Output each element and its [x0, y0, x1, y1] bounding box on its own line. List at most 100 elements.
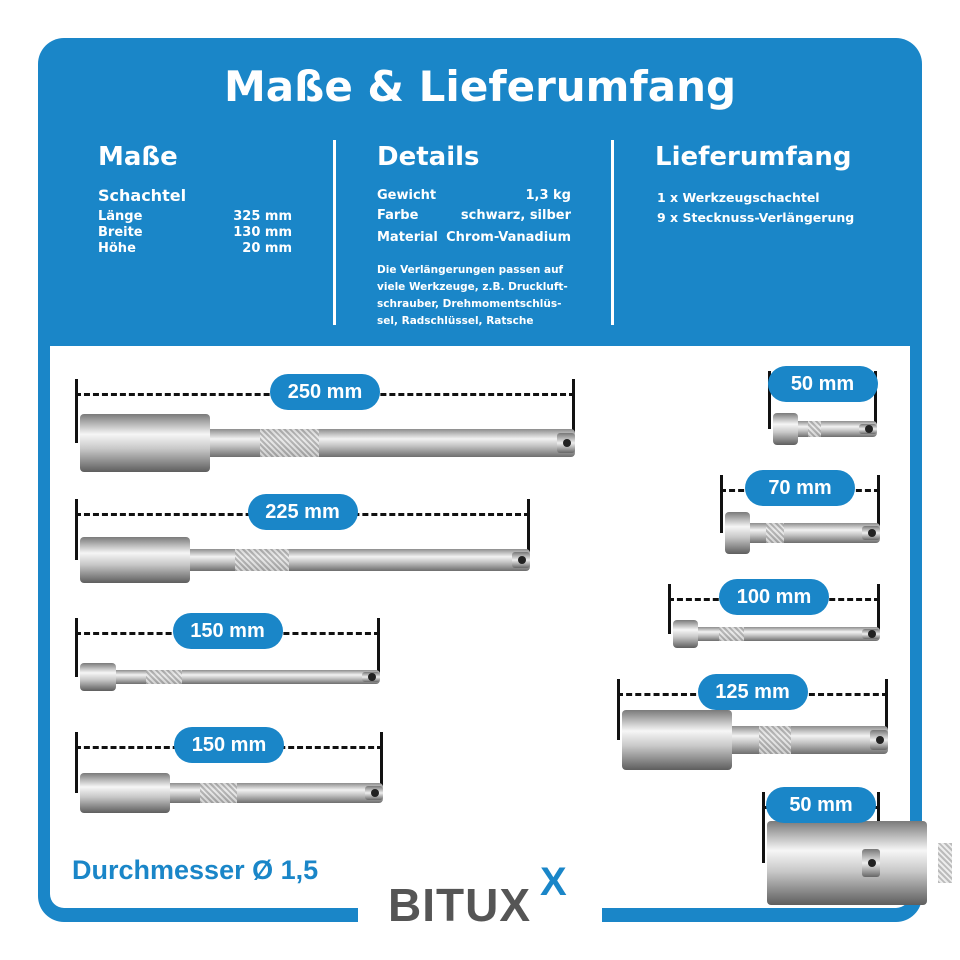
dimension-tick — [877, 584, 880, 634]
note-line: schrauber, Drehmomentschlüs- — [377, 298, 562, 310]
masse-row: Breite 130 mm — [98, 225, 292, 241]
detent-ball-icon — [563, 438, 571, 447]
length-label: 70 mm — [745, 470, 855, 506]
dimension-tick — [572, 379, 575, 443]
socket-head — [725, 511, 750, 555]
socket-head — [80, 414, 210, 472]
square-drive — [870, 729, 888, 751]
extension-bar — [80, 414, 575, 472]
extension-bar — [773, 412, 877, 446]
dimension-tick — [762, 792, 765, 863]
length-label: 125 mm — [697, 674, 808, 710]
note-line: viele Werkzeuge, z.B. Druckluft- — [377, 281, 568, 293]
detent-ball-icon — [868, 858, 876, 867]
length-label: 150 mm — [172, 613, 283, 649]
extension-bar — [767, 821, 952, 905]
details-note: Die Verlängerungen passen auf viele Werk… — [377, 262, 568, 330]
knurl-grip — [235, 549, 289, 571]
extension-bar — [80, 663, 380, 691]
dimension-tick — [885, 679, 888, 740]
socket-head — [80, 537, 190, 583]
length-label: 50 mm — [766, 787, 876, 823]
value: Chrom-Vanadium — [446, 230, 571, 245]
value: 130 mm — [233, 225, 292, 240]
value: 20 mm — [242, 241, 292, 256]
knurl-grip — [938, 843, 952, 883]
schachtel-label: Schachtel — [98, 186, 187, 205]
knurl-grip — [200, 783, 237, 803]
socket-head — [767, 821, 927, 905]
note-line: Die Verlängerungen passen auf — [377, 264, 564, 276]
details-heading: Details — [377, 142, 480, 172]
dimension-tick — [617, 679, 620, 740]
dimension-tick — [75, 618, 78, 677]
dimension-tick — [75, 379, 78, 443]
length-label: 150 mm — [174, 727, 284, 763]
detent-ball-icon — [865, 424, 873, 433]
socket-head — [622, 709, 732, 771]
length-label: 50 mm — [767, 366, 878, 402]
extension-bar — [673, 620, 880, 648]
socket-head — [673, 620, 698, 648]
square-drive — [362, 672, 380, 682]
extension-bar — [80, 772, 383, 814]
square-drive — [859, 423, 877, 435]
detent-ball-icon — [868, 629, 876, 638]
dimension-tick — [877, 475, 880, 533]
details-row: Material Chrom-Vanadium — [377, 230, 571, 245]
key: Höhe — [98, 241, 136, 256]
dimension-tick — [720, 475, 723, 533]
knurl-grip — [718, 627, 744, 641]
socket-head — [80, 663, 116, 691]
extension-bar — [80, 537, 530, 583]
socket-head — [773, 412, 798, 446]
key: Material — [377, 230, 438, 245]
value: schwarz, silber — [460, 208, 571, 223]
length-label: 250 mm — [270, 374, 380, 410]
page-title: Maße & Lieferumfang — [223, 62, 737, 111]
length-label: 100 mm — [719, 579, 829, 615]
socket-head — [80, 772, 170, 814]
lieferumfang-heading: Lieferumfang — [655, 142, 852, 172]
masse-heading: Maße — [98, 142, 178, 172]
key: Länge — [98, 209, 143, 224]
dimension-tick — [75, 732, 78, 793]
lieferumfang-item: 9 x Stecknuss-Verlängerung — [657, 210, 855, 225]
value: 1,3 kg — [525, 188, 571, 203]
key: Gewicht — [377, 188, 437, 203]
note-line: sel, Radschlüssel, Ratsche — [377, 315, 534, 327]
dimension-tick — [75, 499, 78, 560]
key: Farbe — [377, 208, 419, 223]
dimension-tick — [527, 499, 530, 560]
square-drive — [862, 525, 880, 541]
knurl-grip — [146, 670, 182, 684]
square-drive — [862, 629, 880, 639]
knurl-grip — [758, 725, 791, 755]
key: Breite — [98, 225, 143, 240]
square-drive — [365, 786, 383, 800]
details-row: Farbe schwarz, silber — [377, 208, 571, 223]
dimension-tick — [668, 584, 671, 634]
dimension-tick — [380, 732, 383, 793]
masse-row: Länge 325 mm — [98, 209, 292, 225]
divider — [611, 140, 614, 325]
detent-ball-icon — [868, 528, 876, 537]
diameter-label: Durchmesser Ø 1,5 — [72, 855, 319, 885]
square-drive — [862, 849, 880, 877]
extension-bar — [725, 511, 880, 555]
detent-ball-icon — [876, 735, 884, 744]
length-label: 225 mm — [247, 494, 358, 530]
divider — [333, 140, 336, 325]
knurl-grip — [808, 421, 821, 437]
extension-bar — [622, 709, 888, 771]
dimension-tick — [874, 371, 877, 429]
detent-ball-icon — [371, 788, 379, 797]
square-drive — [512, 552, 530, 568]
detent-ball-icon — [368, 672, 376, 681]
logo-gap — [358, 905, 602, 925]
knurl-grip — [259, 429, 319, 457]
details-row: Gewicht 1,3 kg — [377, 188, 571, 203]
value: 325 mm — [233, 209, 292, 224]
dimension-tick — [377, 618, 380, 677]
dimension-tick — [768, 371, 771, 429]
